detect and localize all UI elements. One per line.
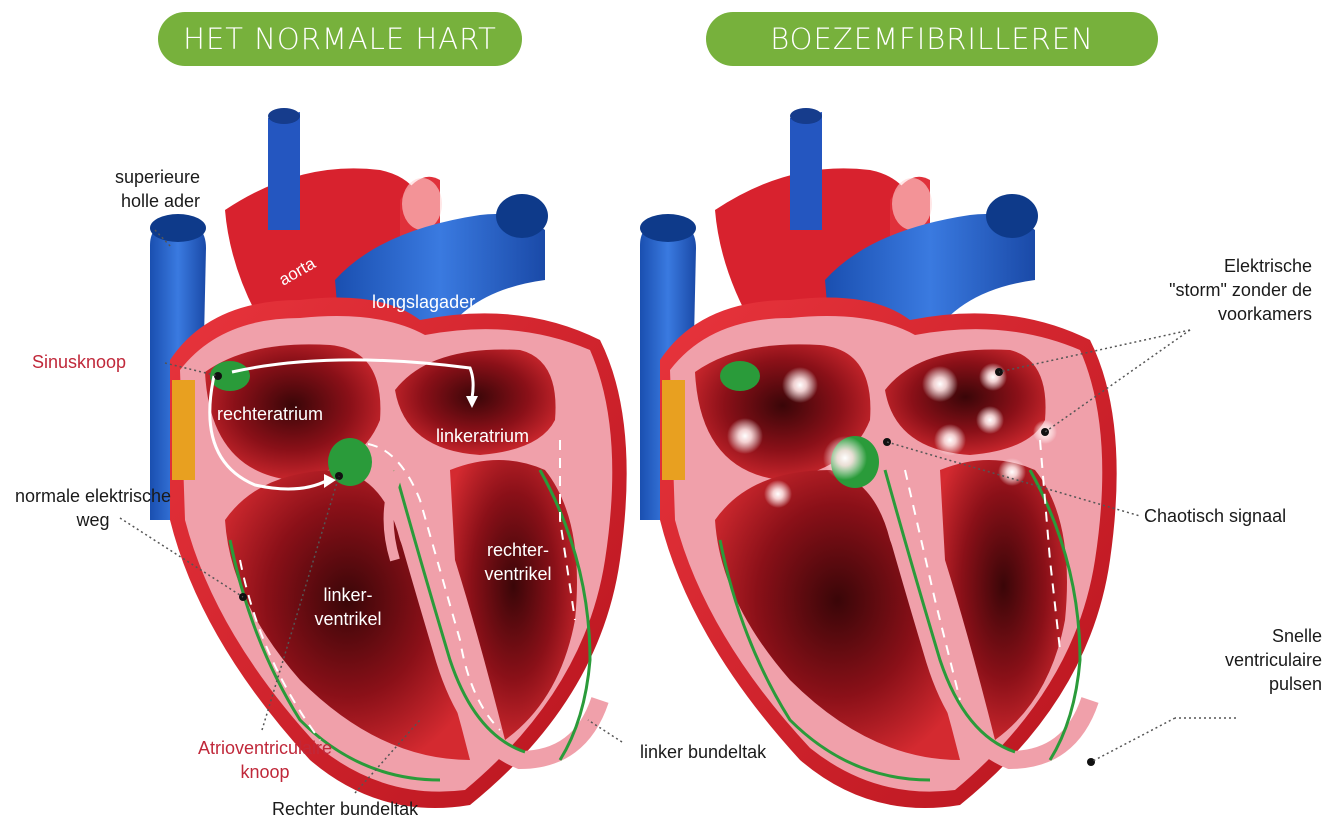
- label-left-ventricle-line1: linker-: [298, 583, 398, 607]
- label-left-ventricle-line2: ventrikel: [298, 607, 398, 631]
- label-chaotic-signal-text: Chaotisch signaal: [1144, 506, 1286, 526]
- label-left-atrium-text: linkeratrium: [436, 426, 529, 446]
- label-electric-storm: Elektrische "storm" zonder de voorkamers: [1169, 254, 1312, 326]
- label-chaotic-signal: Chaotisch signaal: [1144, 504, 1286, 528]
- label-rapid-pulses-line3: pulsen: [1225, 672, 1322, 696]
- label-rapid-pulses-line2: ventriculaire: [1225, 648, 1322, 672]
- label-right-ventricle-line2: ventrikel: [468, 562, 568, 586]
- label-left-atrium: linkeratrium: [436, 424, 529, 448]
- label-right-bundle-branch: Rechter bundeltak: [272, 797, 418, 821]
- label-electric-storm-line3: voorkamers: [1169, 302, 1312, 326]
- label-right-ventricle-line1: rechter-: [468, 538, 568, 562]
- label-right-bundle-branch-text: Rechter bundeltak: [272, 799, 418, 819]
- label-normal-pathway: normale elektrische weg: [8, 484, 178, 532]
- label-electric-storm-line1: Elektrische: [1169, 254, 1312, 278]
- label-left-bundle-branch: linker bundeltak: [640, 740, 766, 764]
- label-right-atrium-text: rechteratrium: [217, 404, 323, 424]
- label-av-node: Atrioventriculaire knoop: [180, 736, 350, 784]
- label-rapid-pulses-line1: Snelle: [1225, 624, 1322, 648]
- fibrillation-heart-illustration: [640, 108, 1236, 808]
- label-left-bundle-branch-text: linker bundeltak: [640, 742, 766, 762]
- label-normal-pathway-line2: weg: [8, 508, 178, 532]
- label-pulmonary-artery-text: longslagader: [372, 292, 475, 312]
- label-sinus-node-text: Sinusknoop: [32, 352, 126, 372]
- label-pulmonary-artery: longslagader: [372, 290, 475, 314]
- label-av-node-line1: Atrioventriculaire: [180, 736, 350, 760]
- label-av-node-line2: knoop: [180, 760, 350, 784]
- label-superior-vena-cava-line1: superieure: [115, 165, 200, 189]
- label-right-atrium: rechteratrium: [217, 402, 323, 426]
- label-electric-storm-line2: "storm" zonder de: [1169, 278, 1312, 302]
- label-sinus-node: Sinusknoop: [32, 350, 126, 374]
- label-superior-vena-cava-line2: holle ader: [115, 189, 200, 213]
- label-right-ventricle: rechter- ventrikel: [468, 538, 568, 586]
- label-left-ventricle: linker- ventrikel: [298, 583, 398, 631]
- label-superior-vena-cava: superieure holle ader: [115, 165, 200, 213]
- normal-heart-illustration: [120, 108, 627, 808]
- label-normal-pathway-line1: normale elektrische: [8, 484, 178, 508]
- label-rapid-ventricular-pulses: Snelle ventriculaire pulsen: [1225, 624, 1322, 696]
